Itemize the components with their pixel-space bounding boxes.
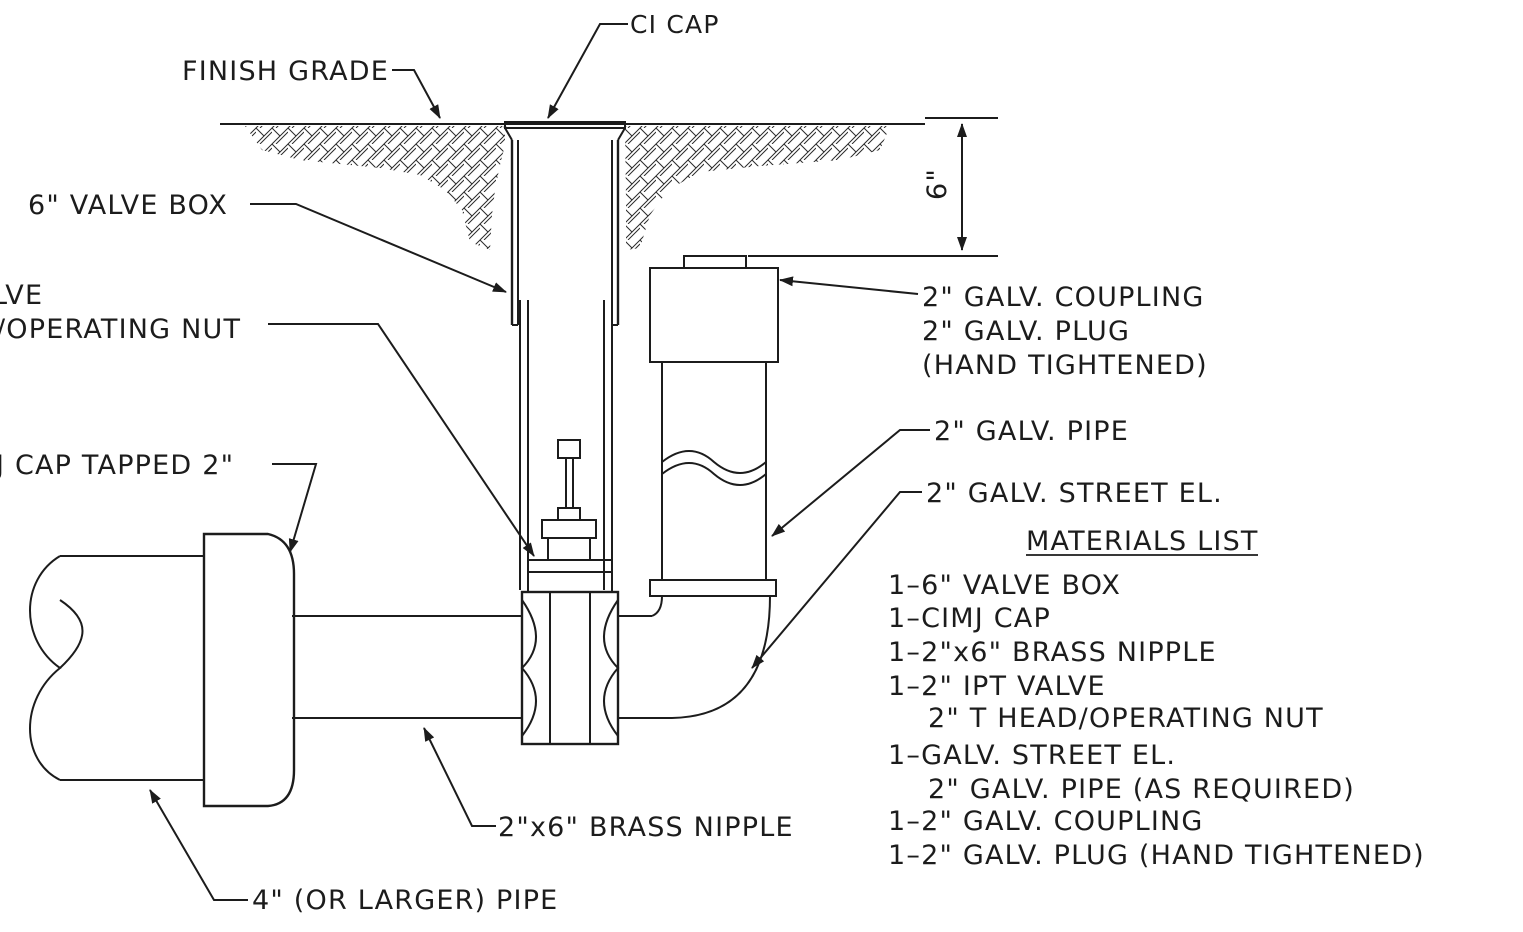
- valve-shape: [527, 439, 613, 593]
- ci-cap-label: CI CAP: [630, 10, 720, 39]
- operating-nut-label-partial: /OPERATING NUT: [0, 314, 241, 345]
- materials-list-title: MATERIALS LIST: [1026, 526, 1259, 557]
- finish-grade-label: FINISH GRADE: [182, 56, 389, 87]
- valve-box-label: 6" VALVE BOX: [28, 190, 228, 221]
- materials-item: 1–2" IPT VALVE: [888, 671, 1106, 702]
- cap-tapped-label: J CAP TAPPED 2": [0, 450, 234, 481]
- street-el-shape: [649, 579, 777, 719]
- materials-item: 1–2" GALV. PLUG (HAND TIGHTENED): [888, 840, 1425, 871]
- materials-item: 2" GALV. PIPE (AS REQUIRED): [928, 774, 1355, 805]
- large-pipe-shape: [29, 532, 296, 808]
- ci-cap-shape: [504, 121, 626, 129]
- coupling-plug-shape: [649, 255, 779, 363]
- hand-tightened-label: (HAND TIGHTENED): [922, 350, 1208, 381]
- brass-nipple-label: 2"x6" BRASS NIPPLE: [498, 812, 794, 843]
- galv-pipe-shape: [661, 362, 767, 580]
- brass-nipple-shape: [520, 590, 620, 746]
- valve-label-partial: LVE: [0, 280, 43, 311]
- galv-pipe-label: 2" GALV. PIPE: [934, 416, 1129, 447]
- materials-item: 1–GALV. STREET EL.: [888, 740, 1176, 771]
- materials-item: 1–2" GALV. COUPLING: [888, 806, 1204, 837]
- valve-box-shape: [503, 126, 626, 590]
- dimension-marker: [748, 117, 998, 257]
- galv-plug-label: 2" GALV. PLUG: [922, 316, 1130, 347]
- soil-hatch: [245, 126, 890, 250]
- horizontal-pipe-shape: [292, 615, 672, 719]
- leader-lines: [149, 23, 930, 901]
- dimension-label: 6": [922, 168, 953, 200]
- large-pipe-label: 4" (OR LARGER) PIPE: [252, 885, 558, 916]
- materials-item: 1–2"x6" BRASS NIPPLE: [888, 637, 1217, 668]
- materials-item: 1–6" VALVE BOX: [888, 570, 1121, 601]
- materials-item: 1–CIMJ CAP: [888, 603, 1051, 634]
- street-el-label: 2" GALV. STREET EL.: [926, 478, 1223, 509]
- galv-coupling-label: 2" GALV. COUPLING: [922, 282, 1204, 313]
- materials-item: 2" T HEAD/OPERATING NUT: [928, 703, 1324, 734]
- materials-list: MATERIALS LIST 1–6" VALVE BOX 1–CIMJ CAP…: [888, 526, 1425, 871]
